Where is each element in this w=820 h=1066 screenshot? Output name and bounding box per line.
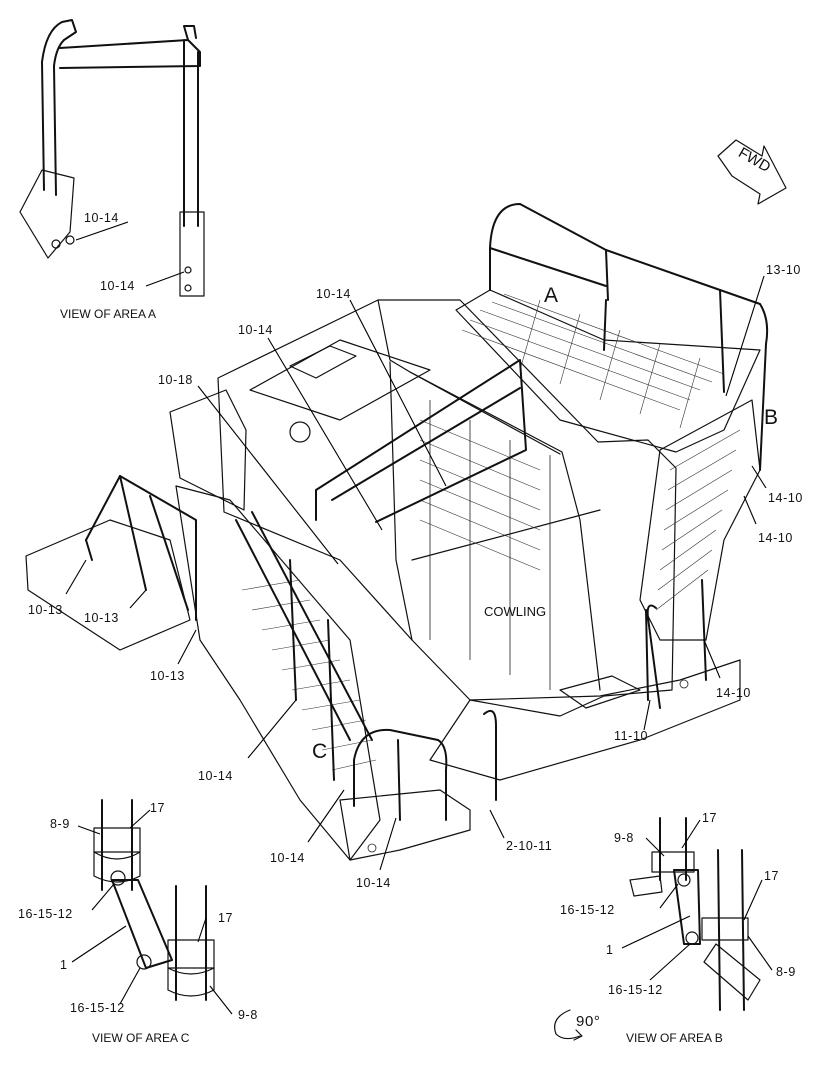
caption-view-area-b: VIEW OF AREA B <box>626 1031 723 1045</box>
callout-14-10-c: 14-10 <box>716 686 751 700</box>
callout-b-17-right: 17 <box>764 869 779 883</box>
callout-c-8-9: 8-9 <box>50 817 70 831</box>
callout-2-10-11: 2-10-11 <box>506 839 552 853</box>
callout-10-14-lower-b: 10-14 <box>270 851 305 865</box>
callout-c-16-15-12-bottom: 16-15-12 <box>70 1001 125 1015</box>
callout-b-16-15-12-bottom: 16-15-12 <box>608 983 663 997</box>
callout-10-18: 10-18 <box>158 373 193 387</box>
main-leader-lines <box>65 275 767 871</box>
callout-14-10-b: 14-10 <box>758 531 793 545</box>
callout-b-8-9: 8-9 <box>776 965 796 979</box>
fwd-arrow-icon <box>717 139 787 205</box>
area-letter-b: B <box>764 406 778 429</box>
callout-b-16-15-12-top: 16-15-12 <box>560 903 615 917</box>
callout-c-17-top: 17 <box>150 801 165 815</box>
callout-10-13-b: 10-13 <box>84 611 119 625</box>
caption-view-area-c: VIEW OF AREA C <box>92 1031 190 1045</box>
callout-10-13-a: 10-13 <box>28 603 63 617</box>
callout-b-9-8: 9-8 <box>614 831 634 845</box>
callout-b-1: 1 <box>606 943 614 957</box>
callout-13-10: 13-10 <box>766 263 801 277</box>
fwd-label: FWD <box>735 144 773 176</box>
callout-view-a-top: 10-14 <box>84 211 119 225</box>
view-area-a-illustration <box>19 19 205 297</box>
callout-top-left: 10-14 <box>238 323 273 337</box>
view-area-b-illustration <box>621 817 773 1011</box>
callout-b-17-top: 17 <box>702 811 717 825</box>
cowling-label: COWLING <box>484 604 546 619</box>
caption-view-area-a: VIEW OF AREA A <box>60 307 156 321</box>
callout-c-17-mid: 17 <box>218 911 233 925</box>
callout-c-1: 1 <box>60 958 68 972</box>
callout-14-10-a: 14-10 <box>768 491 803 505</box>
view-area-c-illustration <box>71 799 233 1015</box>
machine-illustration <box>25 203 769 861</box>
callout-c-9-8: 9-8 <box>238 1008 258 1022</box>
callout-10-13-c: 10-13 <box>150 669 185 683</box>
callout-10-14-lower-a: 10-14 <box>198 769 233 783</box>
callout-10-14-lower-c: 10-14 <box>356 876 391 890</box>
callout-11-10: 11-10 <box>614 729 648 743</box>
area-letter-a: A <box>544 284 558 307</box>
area-letter-c: C <box>312 740 327 763</box>
callout-c-16-15-12-top: 16-15-12 <box>18 907 73 921</box>
rotate-label: 90° <box>576 1013 600 1030</box>
rotate-90-icon <box>554 1009 583 1041</box>
callout-top-center: 10-14 <box>316 287 351 301</box>
callout-view-a-bottom: 10-14 <box>100 279 135 293</box>
